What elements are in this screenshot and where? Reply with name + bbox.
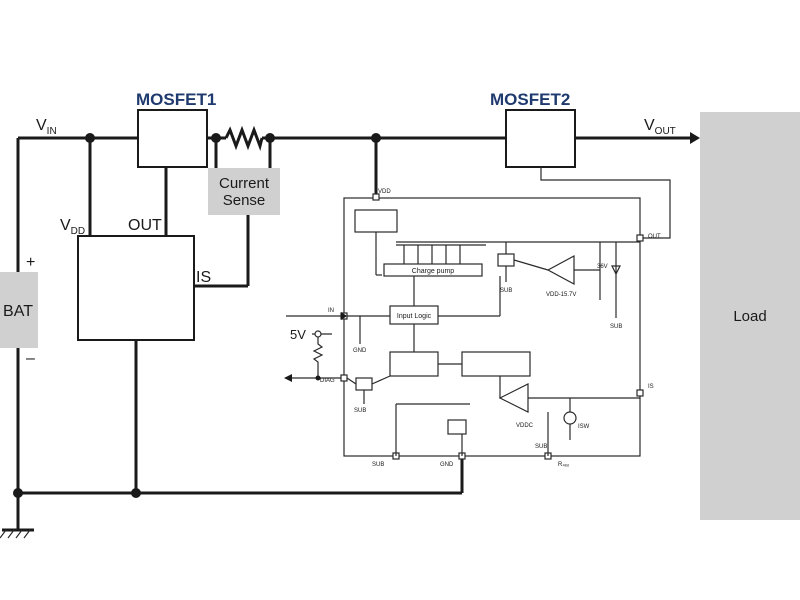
svg-text:OUT: OUT [648,234,661,240]
svg-text:ISW: ISW [578,424,590,430]
mosfet1-title: MOSFET1 [136,90,216,109]
svg-text:36V: 36V [597,264,608,270]
mosfet1-box [137,109,208,168]
battery-minus: – [26,350,35,367]
battery-plus: + [26,254,35,271]
current-sense-block [208,168,280,215]
vout-label: VOUT [644,117,676,137]
junction-dots [13,133,381,498]
sense-resistor [224,125,264,152]
detail-ic: VDD OUT IN DIAG IS SUB GND R₄ₑₒ Charge p… [320,189,661,468]
svg-text:VDD-15.7V: VDD-15.7V [546,292,576,298]
load-block [700,112,800,520]
controller-ic [77,235,195,341]
load-label: Load [733,308,766,325]
svg-text:VDDC: VDDC [516,423,534,429]
svg-text:SUB: SUB [535,444,547,450]
svg-text:R₄ₑₒ: R₄ₑₒ [558,462,570,468]
svg-text:IS: IS [648,384,654,390]
vdd-label: VDD [60,217,85,237]
battery-block [0,272,38,348]
svg-text:VDD: VDD [378,189,391,195]
svg-text:GND: GND [440,462,454,468]
current-sense-line2: Sense [223,192,266,209]
out-label: OUT [128,217,162,234]
svg-text:GND: GND [353,348,367,354]
svg-text:Charge pump: Charge pump [412,268,455,275]
svg-text:IN: IN [328,308,334,314]
svg-text:SUB: SUB [372,462,384,468]
in-diag-external [284,312,347,382]
svg-text:SUB: SUB [500,288,512,294]
svg-text:DIAG: DIAG [320,378,335,384]
mosfet2-box [505,109,576,168]
svg-text:SUB: SUB [610,324,622,330]
vin-label: VIN [36,117,57,137]
svg-text:Input Logic: Input Logic [397,313,432,320]
svg-text:SUB: SUB [354,408,366,414]
battery-label: BAT [3,303,33,320]
is-label: IS [196,269,211,286]
current-sense-line1: Current [219,175,270,192]
five-v-label: 5V [290,327,306,342]
mosfet2-title: MOSFET2 [490,90,570,109]
vout-arrow [690,132,700,144]
ground-icon [0,528,34,539]
